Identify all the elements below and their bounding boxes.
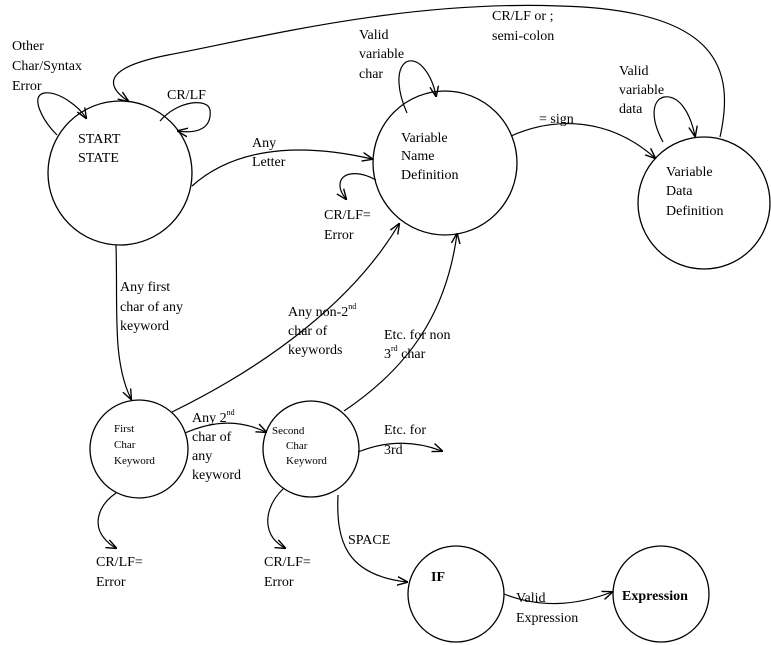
svg-text:Error: Error bbox=[12, 79, 42, 94]
first-char-keyword-node: First Char Keyword bbox=[89, 399, 189, 499]
var-data-label-1: Variable bbox=[666, 165, 713, 180]
edge-start-crlf-loop bbox=[159, 102, 211, 132]
edge-var-name-self-loop bbox=[398, 60, 436, 114]
svg-text:char of any: char of any bbox=[120, 300, 183, 315]
second-char-label-2: Char bbox=[286, 440, 308, 452]
svg-text:Etc. for non: Etc. for non bbox=[384, 328, 450, 343]
svg-text:Error: Error bbox=[96, 575, 126, 590]
var-name-label-3: Definition bbox=[401, 168, 459, 183]
svg-text:char of: char of bbox=[288, 324, 328, 339]
label-non-third-char: Etc. for non 3rd char bbox=[384, 328, 450, 362]
svg-text:CR/LF=: CR/LF= bbox=[264, 555, 311, 570]
label-any-letter: Any Letter bbox=[252, 136, 286, 170]
svg-text:Any: Any bbox=[252, 136, 276, 151]
svg-text:Any first: Any first bbox=[120, 280, 170, 295]
svg-text:Other: Other bbox=[12, 39, 44, 54]
edge-any-letter bbox=[191, 149, 372, 187]
svg-text:data: data bbox=[619, 102, 643, 117]
second-char-keyword-node: Second Char Keyword bbox=[262, 400, 360, 498]
label-non-second-char: Any non-2nd char of keywords bbox=[288, 302, 356, 358]
label-space: SPACE bbox=[348, 533, 390, 548]
svg-text:Error: Error bbox=[324, 228, 354, 243]
svg-text:CR/LF=: CR/LF= bbox=[324, 208, 371, 223]
svg-text:Char/Syntax: Char/Syntax bbox=[12, 59, 82, 74]
svg-text:Valid: Valid bbox=[516, 591, 546, 606]
svg-text:variable: variable bbox=[359, 47, 404, 62]
second-char-label-1: Second bbox=[272, 425, 305, 437]
label-etc-third: Etc. for 3rd bbox=[384, 423, 426, 458]
edge-any-first-char bbox=[115, 244, 131, 399]
svg-text:keyword: keyword bbox=[120, 319, 169, 334]
edge-var-data-self-loop bbox=[653, 96, 695, 143]
start-state-label-2: STATE bbox=[78, 151, 119, 166]
edge-non-second-char bbox=[171, 224, 399, 413]
var-name-label-1: Variable bbox=[401, 131, 448, 146]
svg-text:Letter: Letter bbox=[252, 155, 286, 170]
if-label: IF bbox=[431, 570, 445, 585]
label-equals-sign: = sign bbox=[539, 112, 574, 127]
edge-first-char-error bbox=[97, 492, 116, 548]
svg-text:char of: char of bbox=[192, 430, 232, 445]
edge-etc-third bbox=[357, 442, 442, 453]
second-char-label-3: Keyword bbox=[286, 455, 327, 467]
svg-text:3rd: 3rd bbox=[384, 443, 403, 458]
svg-text:CR/LF=: CR/LF= bbox=[96, 555, 143, 570]
svg-text:Any 2nd: Any 2nd bbox=[192, 408, 235, 426]
svg-text:keyword: keyword bbox=[192, 468, 241, 483]
svg-text:CR/LF or ;: CR/LF or ; bbox=[492, 9, 553, 24]
edge-non-third-char bbox=[343, 234, 457, 412]
edge-start-self-loop bbox=[37, 92, 86, 136]
svg-text:Expression: Expression bbox=[516, 611, 578, 626]
if-node: IF bbox=[407, 545, 505, 643]
svg-text:Error: Error bbox=[264, 575, 294, 590]
var-data-label-3: Definition bbox=[666, 204, 724, 219]
variable-name-definition-node: Variable Name Definition bbox=[372, 90, 518, 236]
svg-text:Valid: Valid bbox=[619, 64, 649, 79]
start-state-node: START STATE bbox=[47, 100, 193, 246]
edge-valid-expression bbox=[503, 592, 612, 605]
label-return-top: CR/LF or ; semi-colon bbox=[492, 9, 554, 44]
label-second-char-error: CR/LF= Error bbox=[264, 555, 311, 590]
first-char-label-2: Char bbox=[114, 439, 136, 451]
variable-data-definition-node: Variable Data Definition bbox=[637, 136, 771, 270]
svg-text:char: char bbox=[359, 67, 383, 82]
expression-label: Expression bbox=[622, 589, 688, 604]
edge-any-second-char bbox=[184, 422, 266, 434]
label-any-second-char: Any 2nd char of any keyword bbox=[192, 408, 241, 483]
edge-second-char-error bbox=[267, 487, 285, 548]
svg-text:Valid: Valid bbox=[359, 28, 389, 43]
svg-text:Any non-2nd: Any non-2nd bbox=[288, 302, 356, 320]
svg-text:3rd char: 3rd char bbox=[384, 344, 426, 362]
label-var-name-error: CR/LF= Error bbox=[324, 208, 371, 243]
label-start-self: Other Char/Syntax Error bbox=[12, 39, 82, 94]
label-valid-expression: Valid Expression bbox=[516, 591, 578, 626]
svg-text:Etc. for: Etc. for bbox=[384, 423, 426, 438]
edge-space bbox=[337, 494, 407, 582]
edge-return-to-start bbox=[112, 4, 726, 138]
svg-text:variable: variable bbox=[619, 83, 664, 98]
edge-var-name-error bbox=[340, 173, 377, 199]
label-start-crlf: CR/LF bbox=[167, 88, 206, 103]
svg-text:semi-colon: semi-colon bbox=[492, 29, 554, 44]
expression-node: Expression bbox=[612, 545, 710, 643]
var-data-label-2: Data bbox=[666, 184, 693, 199]
label-any-first-char: Any first char of any keyword bbox=[120, 280, 183, 334]
edge-equals-sign bbox=[510, 122, 655, 158]
first-char-label-1: First bbox=[114, 423, 134, 435]
first-char-label-3: Keyword bbox=[114, 455, 155, 467]
start-state-label-1: START bbox=[78, 132, 121, 147]
svg-text:keywords: keywords bbox=[288, 343, 342, 358]
var-name-label-2: Name bbox=[401, 149, 434, 164]
label-var-name-self: Valid variable char bbox=[359, 28, 404, 82]
svg-text:any: any bbox=[192, 449, 212, 464]
label-first-char-error: CR/LF= Error bbox=[96, 555, 143, 590]
label-var-data-self: Valid variable data bbox=[619, 64, 664, 117]
